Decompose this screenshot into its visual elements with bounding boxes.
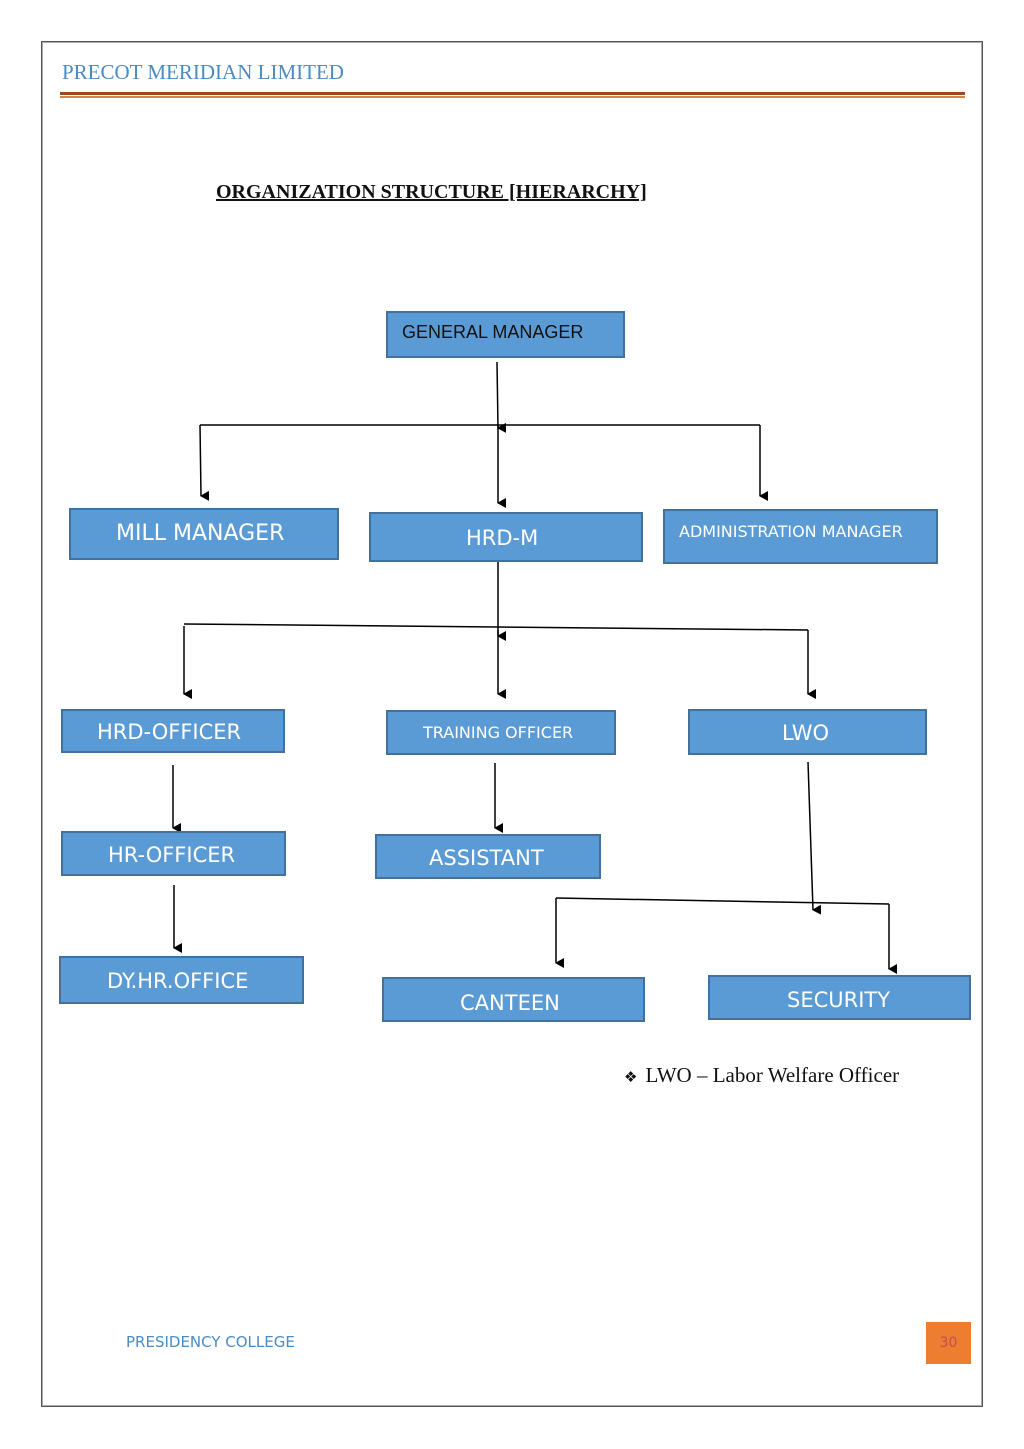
label-hrd-m: HRD-M (466, 526, 539, 550)
connector-level3-bar (555, 897, 890, 905)
header-rule (60, 92, 965, 95)
connector-level2-bar (183, 623, 809, 631)
footer-college: PRESIDENCY COLLEGE (126, 1333, 295, 1351)
box-assistant: ASSISTANT (375, 834, 601, 879)
box-dy-hr-office: DY.HR.OFFICE (59, 956, 304, 1004)
connector-to-mill-manager (199, 424, 210, 501)
label-administration-manager: ADMINISTRATION MANAGER (679, 522, 903, 541)
label-training-officer: TRAINING OFFICER (423, 723, 574, 742)
box-hrd-officer: HRD-OFFICER (61, 709, 285, 753)
box-general-manager: GENERAL MANAGER (386, 311, 625, 358)
page-border (41, 41, 983, 1407)
box-hrd-m: HRD-M (369, 512, 643, 562)
header-rule-accent (60, 96, 965, 98)
label-hrd-officer: HRD-OFFICER (97, 720, 242, 744)
connector-gm-down (496, 361, 507, 433)
label-dy-hr-office: DY.HR.OFFICE (107, 969, 249, 993)
box-security: SECURITY (708, 975, 971, 1020)
box-mill-manager: MILL MANAGER (69, 508, 339, 560)
label-mill-manager: MILL MANAGER (116, 521, 285, 546)
label-canteen: CANTEEN (460, 991, 560, 1015)
label-assistant: ASSISTANT (429, 846, 544, 870)
box-hr-officer: HR-OFFICER (61, 831, 286, 876)
document-title: ORGANIZATION STRUCTURE [HIERARCHY] (216, 181, 647, 203)
label-hr-officer: HR-OFFICER (108, 843, 236, 867)
box-administration-manager: ADMINISTRATION MANAGER (663, 509, 938, 564)
box-lwo: LWO (688, 709, 927, 755)
page-number: 30 (926, 1322, 971, 1364)
header-title: PRECOT MERIDIAN LIMITED (62, 60, 344, 84)
connector-lwo-down (807, 761, 822, 915)
label-security: SECURITY (787, 988, 891, 1012)
box-canteen: CANTEEN (382, 977, 645, 1022)
diamond-bullet-icon: ❖ (624, 1068, 638, 1086)
label-lwo: LWO (782, 721, 830, 745)
label-general-manager: GENERAL MANAGER (402, 322, 584, 342)
box-training-officer: TRAINING OFFICER (386, 710, 616, 755)
legend-note: ❖ LWO – Labor Welfare Officer (624, 1063, 899, 1088)
legend-note-text: LWO – Labor Welfare Officer (645, 1063, 900, 1087)
